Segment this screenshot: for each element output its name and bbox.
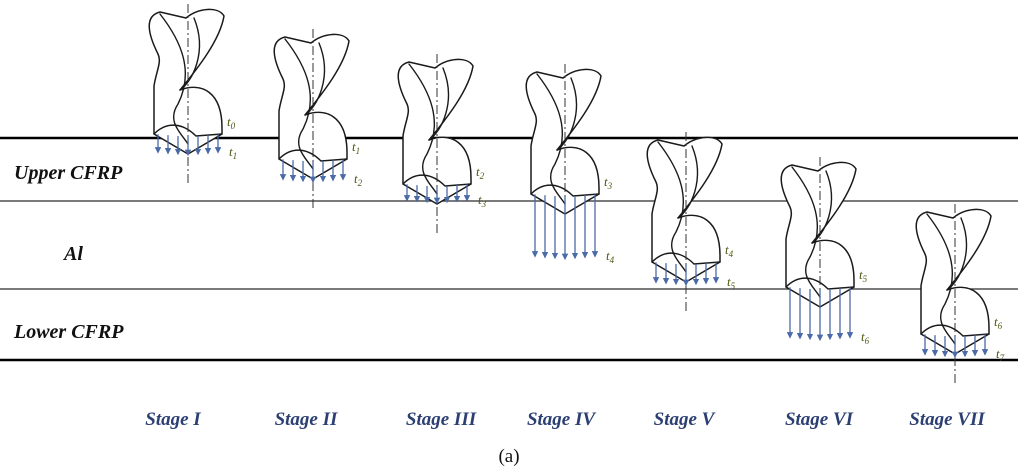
drill-stage-2: t1 t2 [273, 29, 363, 209]
stage-label-2: Stage II [275, 409, 338, 430]
drill-stage-1: t0 t1 [148, 4, 237, 184]
stage-labels-group: Stage I Stage II Stage III Stage IV Stage V S… [145, 409, 985, 430]
time-label: t0 [227, 114, 236, 131]
time-label: t6 [861, 329, 870, 346]
drill-helix-line [536, 73, 566, 205]
drill-lip-line [920, 324, 990, 337]
drill-body [525, 68, 602, 215]
stage-label-6: Stage VI [785, 409, 854, 430]
time-label: t4 [606, 248, 615, 265]
time-label: t2 [354, 171, 363, 188]
drill-lip-line [785, 277, 855, 290]
force-arrows [921, 334, 989, 359]
time-label: t5 [859, 267, 868, 284]
drill-stage-7: t6 t7 [915, 204, 1005, 384]
drill-helix-line [946, 217, 968, 291]
drill-body [646, 136, 723, 283]
time-label: t7 [996, 346, 1005, 363]
drill-lip-line [402, 174, 472, 187]
drill-stage-4: t3 t4 [525, 64, 615, 265]
stage-label-5: Stage V [654, 409, 716, 430]
drill-helix-line [179, 17, 201, 91]
time-label: t2 [476, 164, 485, 181]
drill-helix-line [926, 213, 956, 345]
time-label: t5 [727, 274, 736, 291]
drill-helix-line [284, 38, 314, 170]
drill-helix-line [677, 145, 699, 219]
drill-helix-line [428, 67, 450, 141]
drill-lip-line [278, 149, 348, 162]
drill-stage-3: t2 t3 [397, 54, 487, 234]
drill-helix-line [811, 170, 833, 244]
time-label: t6 [994, 314, 1003, 331]
stage-label-4: Stage IV [527, 409, 596, 430]
force-arrows [531, 194, 599, 261]
drill-stages-group: t0 t1 t1 t2 t2 t3 t3 t4 t4 t5 t5 t6 t6 t7 [148, 4, 1005, 384]
drill-helix-line [408, 63, 438, 195]
time-label: t3 [604, 174, 613, 191]
drill-helix-line [791, 166, 821, 298]
layer-label-upper-cfrp: Upper CFRP [14, 162, 123, 184]
time-label: t1 [352, 139, 360, 156]
drill-stage-6: t5 t6 [780, 157, 870, 346]
stage-label-3: Stage III [406, 409, 477, 430]
drill-helix-line [159, 13, 189, 145]
time-label: t3 [478, 192, 487, 209]
force-arrows [786, 287, 854, 342]
layer-label-al: Al [62, 243, 83, 265]
drill-body [148, 8, 225, 155]
drill-helix-line [556, 77, 578, 151]
drill-helix-line [657, 141, 687, 273]
time-label: t4 [725, 242, 734, 259]
drill-body [915, 208, 992, 355]
stage-label-1: Stage I [145, 409, 201, 430]
drill-body [397, 58, 474, 205]
force-arrows [279, 159, 347, 184]
force-arrows [403, 184, 471, 205]
drill-body [780, 161, 857, 308]
stage-label-7: Stage VII [909, 409, 985, 430]
time-label: t1 [229, 144, 237, 161]
drill-body [273, 33, 350, 180]
drill-lip-line [153, 124, 223, 137]
drill-stage-5: t4 t5 [646, 132, 736, 312]
force-arrows [154, 134, 222, 157]
force-arrows [652, 262, 720, 287]
figure-caption: (a) [498, 446, 519, 467]
drill-lip-line [651, 252, 721, 265]
layer-label-lower-cfrp: Lower CFRP [13, 321, 124, 343]
drill-helix-line [304, 42, 326, 116]
drill-lip-line [530, 184, 600, 197]
